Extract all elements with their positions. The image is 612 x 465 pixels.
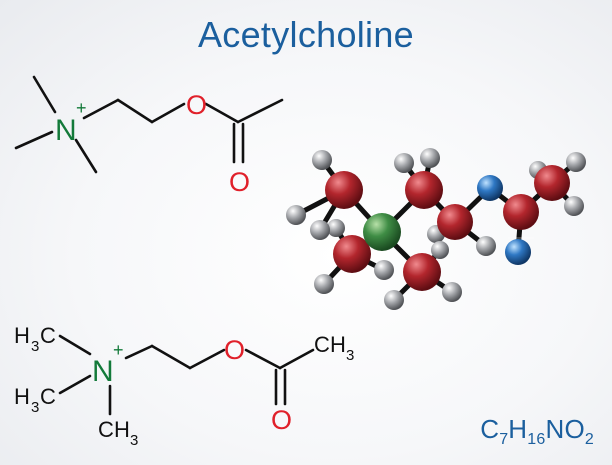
model-carbon-atom xyxy=(503,194,539,230)
skeletal-charge-label: + xyxy=(76,98,87,118)
model-carbon-atom xyxy=(437,204,473,240)
skeletal-bond xyxy=(14,130,54,150)
condensed-methyl-right-h: H xyxy=(330,332,346,357)
model-carbon-atom xyxy=(403,253,441,291)
condensed-nitrogen-label: N xyxy=(92,355,114,388)
model-hydrogens-front xyxy=(286,152,586,310)
model-hydrogens-back xyxy=(312,148,547,259)
formula-carbon-count: 7 xyxy=(499,431,509,448)
formula-carbon: C xyxy=(480,413,500,444)
condensed-bond xyxy=(58,334,92,356)
condensed-methyl-mid-sub: 3 xyxy=(31,399,39,416)
condensed-oxygen-label: O xyxy=(224,335,245,365)
skeletal-bond xyxy=(204,102,240,124)
condensed-bond xyxy=(278,348,315,370)
condensed-bond xyxy=(244,348,282,370)
condensed-bond xyxy=(58,374,92,395)
formula-nitrogen-oxygen: NO xyxy=(545,413,585,444)
condensed-carbonyl-oxygen-label: O xyxy=(271,405,292,435)
skeletal-oxygen-label: O xyxy=(186,90,207,120)
condensed-methyl-bottom-sub: 3 xyxy=(130,432,138,449)
condensed-methyl-top-h: H xyxy=(14,323,30,348)
condensed-methyl-bottom-h: H xyxy=(114,417,130,442)
skeletal-bond xyxy=(32,75,57,114)
condensed-charge-label: + xyxy=(113,340,124,360)
condensed-methyl-top-c: C xyxy=(40,323,56,348)
model-carbonyl-oxygen-atom xyxy=(505,239,531,265)
condensed-bond xyxy=(124,344,154,360)
condensed-methyl-bottom-c: C xyxy=(98,417,114,442)
page-title: Acetylcholine xyxy=(197,14,414,55)
skeletal-bond xyxy=(150,102,186,124)
skeletal-bond xyxy=(82,98,120,120)
condensed-methyl-right-sub: 3 xyxy=(346,347,354,364)
condensed-methyl-right-c: C xyxy=(314,332,330,357)
model-carbon-atom xyxy=(534,165,570,201)
skeletal-carbonyl-oxygen-label: O xyxy=(229,167,250,197)
condensed-methyl-top-sub: 3 xyxy=(31,338,39,355)
formula-hydrogen-count: 16 xyxy=(527,431,546,448)
skeletal-bond xyxy=(74,138,98,174)
skeletal-bond xyxy=(116,98,154,124)
condensed-bond xyxy=(188,348,226,370)
condensed-methyl-mid-h: H xyxy=(14,384,30,409)
model-nitrogen-atom xyxy=(363,213,401,251)
molecular-formula: C7H16NO2 xyxy=(480,414,594,449)
model-oxygen-atom xyxy=(477,175,503,201)
formula-hydrogen: H xyxy=(508,413,528,444)
skeletal-bond xyxy=(236,98,284,124)
formula-oxygen-count: 2 xyxy=(584,431,594,448)
model-carbon-atom xyxy=(325,171,363,209)
condensed-bond xyxy=(150,344,192,370)
model-carbon-atom xyxy=(333,235,371,273)
skeletal-nitrogen-label: N xyxy=(55,114,77,147)
condensed-methyl-mid-c: C xyxy=(40,384,56,409)
model-carbon-atom xyxy=(405,171,443,209)
